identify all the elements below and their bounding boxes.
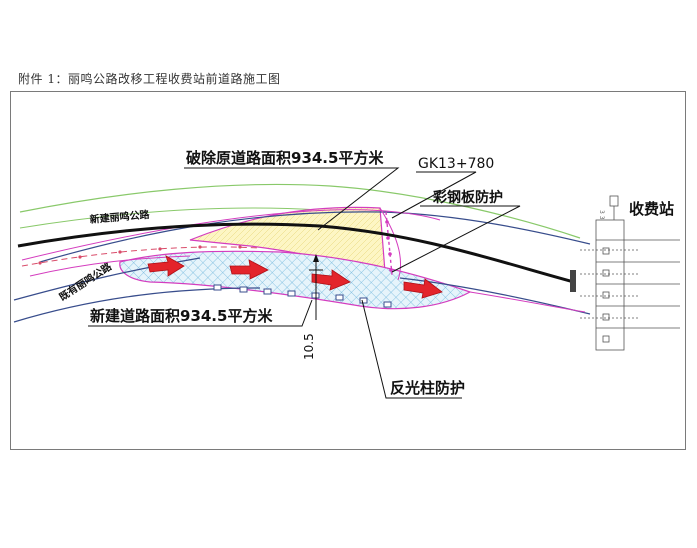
toll-station-label: 收费站 (629, 200, 674, 218)
page-title: 附件 1：丽鸣公路改移工程收费站前道路施工图 (18, 72, 281, 86)
new-road-area-fill (119, 250, 472, 310)
new-road-centerline (17, 222, 575, 284)
centerline-dots (38, 245, 242, 265)
leader-steel (391, 205, 521, 273)
demolish-area-label: 破除原道路面积934.5平方米 (186, 149, 384, 167)
reflector-guard-label: 反光柱防护 (390, 379, 465, 397)
leader-demolish (184, 167, 400, 231)
station-mark-label: GK13+780 (418, 156, 494, 172)
arrow-icon (403, 278, 443, 299)
leader-new-area (88, 299, 313, 327)
reflector-posts (213, 284, 392, 308)
leader-station (391, 171, 477, 219)
leader-reflector (361, 299, 462, 399)
green-edge-line-top (19, 183, 581, 239)
new-area-label: 新建道路面积934.5平方米 (90, 307, 273, 325)
steel-guard-dots (385, 220, 393, 272)
magenta-edge-lower (29, 255, 191, 277)
drawing-frame (10, 91, 686, 450)
magenta-edge-right (469, 291, 586, 313)
arrow-icon (147, 255, 185, 277)
road-edge-blue-3 (13, 287, 261, 323)
magenta-edge-top (21, 209, 441, 261)
road-edge-blue-1 (39, 211, 591, 263)
old-road-label: 既有丽鸣公路 (57, 259, 115, 303)
traffic-arrows (147, 255, 443, 299)
steel-guard-line (385, 211, 393, 276)
toll-station-schematic (580, 195, 680, 351)
green-edge-line-lower (19, 207, 321, 229)
arrow-icon (229, 259, 269, 280)
width-dimension-label: 10.5 (302, 333, 316, 360)
road-end-marker (570, 270, 576, 292)
new-road-label: 新建丽鸣公路 (89, 208, 151, 226)
magenta-connector (379, 207, 401, 281)
dim-arrow-icon (313, 254, 319, 262)
steel-guard-label: 彩钢板防护 (432, 189, 503, 206)
toll-station-vertical-note: 3 3 (598, 210, 605, 220)
arrow-icon (311, 269, 351, 291)
